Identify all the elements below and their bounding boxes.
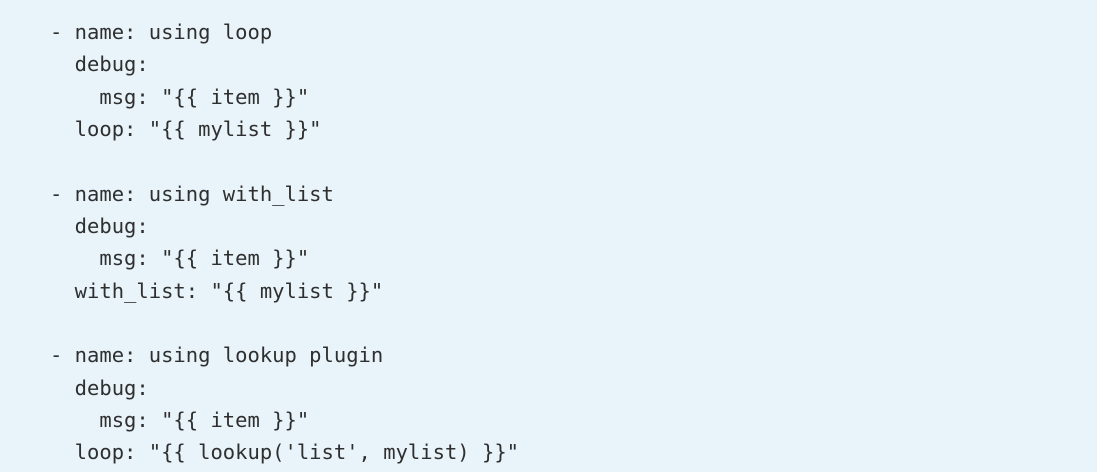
yaml-code: - name: using loop debug: msg: "{{ item … (50, 16, 1077, 469)
code-line: loop: "{{ mylist }}" (50, 116, 322, 141)
code-line: msg: "{{ item }}" (50, 407, 310, 432)
code-line-blank (50, 307, 1077, 339)
code-line: debug: (50, 375, 149, 400)
code-line: debug: (50, 52, 149, 77)
code-line: msg: "{{ item }}" (50, 84, 310, 109)
code-line: - name: using loop (50, 20, 273, 44)
code-line: with_list: "{{ mylist }}" (50, 278, 384, 303)
code-line: debug: (50, 213, 149, 238)
code-line-blank (50, 145, 1077, 177)
code-line: loop: "{{ lookup('list', mylist) }}" (50, 440, 519, 465)
code-line: - name: using lookup plugin (50, 343, 384, 368)
code-line: msg: "{{ item }}" (50, 246, 310, 271)
code-line: - name: using with_list (50, 181, 334, 206)
